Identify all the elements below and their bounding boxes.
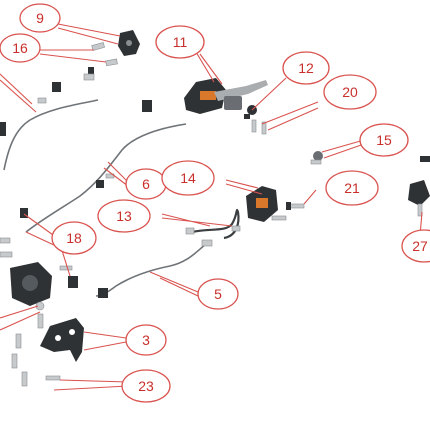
part-fitting-27 bbox=[408, 156, 430, 217]
part-brake-unit bbox=[246, 186, 287, 222]
brake-line-upper bbox=[3, 99, 99, 171]
callout-16-label: 16 bbox=[12, 40, 28, 56]
callout-14-label: 14 bbox=[180, 170, 196, 186]
leader-lines bbox=[0, 23, 423, 391]
callout-9: 9 bbox=[19, 3, 61, 33]
part-pipe-5-fittings bbox=[98, 239, 213, 298]
callout-20-label: 20 bbox=[342, 84, 358, 100]
leader-13 bbox=[161, 213, 233, 227]
callout-11: 11 bbox=[155, 25, 205, 59]
callout-21: 21 bbox=[325, 170, 379, 206]
callout-11-label: 11 bbox=[173, 34, 188, 50]
callout-18-label: 18 bbox=[66, 230, 82, 246]
callout-5-label: 5 bbox=[214, 286, 222, 302]
part-screw-21 bbox=[286, 202, 305, 210]
callout-23: 23 bbox=[121, 369, 171, 403]
part-bolts-23 bbox=[11, 301, 61, 387]
callout-13: 13 bbox=[97, 199, 151, 233]
leader-15 bbox=[321, 139, 365, 159]
leader-14 bbox=[225, 179, 263, 195]
leader-lower-left bbox=[0, 305, 41, 331]
part-master-cylinder bbox=[184, 78, 268, 115]
callout-20: 20 bbox=[323, 74, 377, 110]
leader-5 bbox=[149, 271, 199, 297]
part-clip-bracket bbox=[118, 30, 140, 56]
leader-3 bbox=[83, 331, 127, 351]
callout-6-label: 6 bbox=[142, 176, 150, 192]
callout-12: 12 bbox=[282, 51, 330, 85]
callout-3-label: 3 bbox=[142, 332, 150, 348]
callout-5: 5 bbox=[197, 278, 239, 310]
part-line-fittings-upper bbox=[0, 73, 95, 136]
callout-16: 16 bbox=[0, 33, 41, 63]
brake-pipe-6 bbox=[25, 123, 187, 233]
callout-3: 3 bbox=[125, 324, 167, 356]
leader-12 bbox=[251, 77, 287, 111]
part-hose-13-fittings bbox=[185, 225, 241, 235]
callout-9-label: 9 bbox=[36, 10, 44, 26]
leader-11 bbox=[195, 51, 223, 85]
callout-6: 6 bbox=[125, 168, 167, 200]
part-mounting-bracket bbox=[40, 318, 84, 362]
callout-27: 27 bbox=[401, 229, 430, 263]
callout-15: 15 bbox=[359, 123, 409, 157]
callout-18: 18 bbox=[51, 221, 97, 255]
part-screws-16 bbox=[88, 42, 118, 76]
leader-23 bbox=[53, 379, 129, 391]
leader-21 bbox=[303, 189, 317, 205]
leader-6 bbox=[103, 161, 129, 187]
callout-12-label: 12 bbox=[298, 60, 314, 76]
leader-upper-line bbox=[0, 73, 37, 113]
callout-15-label: 15 bbox=[376, 132, 392, 148]
callout-13-label: 13 bbox=[116, 208, 132, 224]
callout-21-label: 21 bbox=[344, 180, 360, 196]
callout-14: 14 bbox=[161, 160, 215, 196]
part-caliper bbox=[0, 237, 78, 306]
leader-20 bbox=[261, 101, 319, 131]
callout-27-label: 27 bbox=[412, 238, 428, 254]
leader-16 bbox=[39, 49, 107, 63]
leader-9 bbox=[57, 23, 121, 45]
part-fitting-15 bbox=[310, 151, 323, 165]
callout-23-label: 23 bbox=[138, 378, 154, 394]
part-bolts-12-20 bbox=[244, 114, 267, 135]
